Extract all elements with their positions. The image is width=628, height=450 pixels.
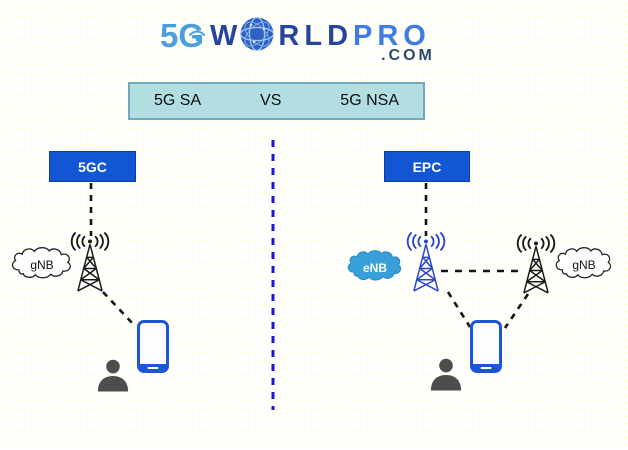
gnb-tower-to-phone-line — [503, 293, 530, 329]
phone-home-button — [480, 367, 492, 369]
person-icon-left — [96, 359, 130, 392]
logo-tld: .COM — [381, 47, 435, 64]
phone-home-button — [147, 367, 159, 369]
site-logo: 5G W RLD PRO .COM — [160, 14, 432, 64]
core-box-epc-label: EPC — [412, 158, 442, 175]
smartphone-icon-right — [470, 320, 502, 373]
enb-cloud: eNB — [345, 249, 405, 286]
gnb-cloud-right-label: gNB — [572, 258, 596, 272]
core-box-5gc: 5GC — [49, 151, 136, 182]
gnb-cloud-left-label: gNB — [30, 258, 54, 272]
radio-tower-icon-gnb — [508, 233, 564, 295]
logo-word-start: W — [210, 20, 240, 52]
person-icon-right — [429, 358, 463, 391]
logo-word-end: PRO — [353, 20, 431, 52]
cloud-shape-icon — [555, 247, 612, 279]
smartphone-icon-left — [137, 320, 169, 373]
core-box-epc: EPC — [384, 151, 470, 182]
banner-versus-label: VS — [260, 92, 282, 109]
enb-tower-to-phone-line — [446, 291, 472, 328]
globe-icon — [239, 16, 275, 57]
gnb-cloud-left: gNB — [9, 246, 75, 284]
core-box-5gc-label: 5GC — [78, 158, 107, 175]
left-tower-to-phone-line — [102, 291, 136, 327]
gnb-cloud-right: gNB — [553, 246, 615, 284]
enb-cloud-label: eNB — [362, 260, 387, 275]
radio-tower-icon-left — [62, 231, 118, 293]
radio-tower-icon-enb — [398, 231, 454, 293]
logo-word-middle: RLD — [278, 20, 354, 52]
cloud-shape-icon — [11, 247, 71, 279]
logo-5g-text: 5G — [160, 14, 206, 58]
banner-left-label: 5G SA — [154, 92, 202, 109]
banner-right-label: 5G NSA — [340, 92, 399, 109]
title-banner: 5G SA VS 5G NSA — [128, 82, 425, 120]
wifi-icon — [187, 8, 207, 52]
cloud-shape-icon — [347, 250, 402, 281]
